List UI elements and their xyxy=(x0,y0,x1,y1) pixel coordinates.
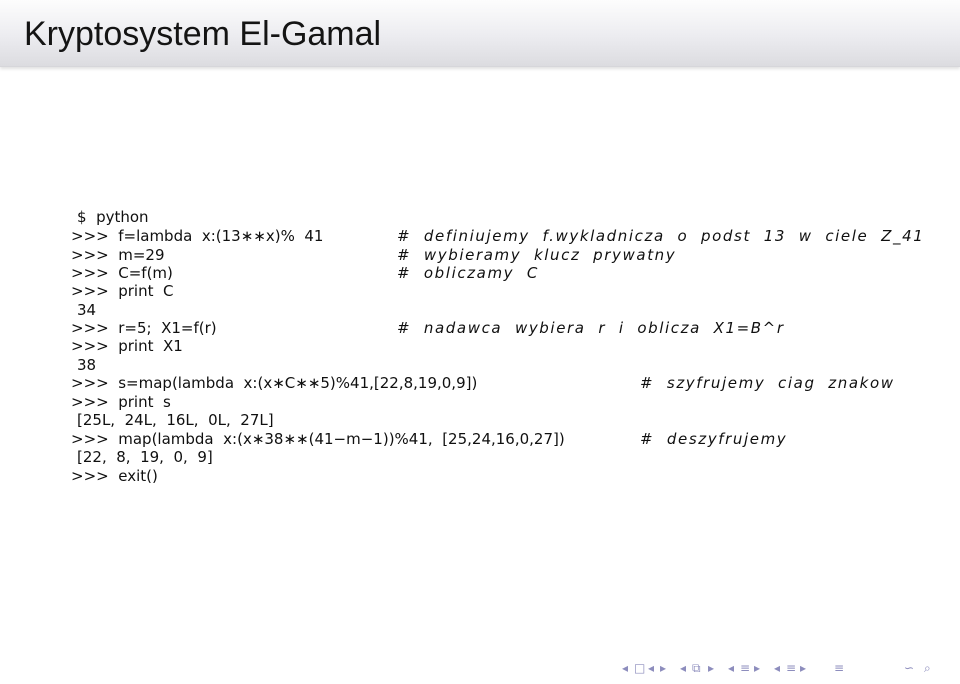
code-line-print-x1: >>> print X1 xyxy=(71,337,183,355)
nav-frame-icon[interactable]: □ xyxy=(634,661,646,675)
code-line-set-r: >>> r=5; X1=f(r) xyxy=(71,319,217,337)
comment-text: # wybieramy klucz prywatny xyxy=(397,246,677,264)
comment-decrypt: # deszyfrujemy xyxy=(640,430,787,448)
nav-align-icon[interactable]: ≡ xyxy=(834,661,845,675)
comment-encrypt: # szyfrujemy ciag znakow xyxy=(640,374,895,392)
nav-section-icon[interactable]: ⧉ xyxy=(692,661,701,675)
code-text: >>> print C xyxy=(71,282,174,300)
output-text: 34 xyxy=(77,301,97,319)
nav-search-back-icon[interactable]: ∽ xyxy=(904,661,915,675)
code-line-compute-c: >>> C=f(m) xyxy=(71,264,173,282)
code-text: >>> m=29 xyxy=(71,246,165,264)
comment-set-m: # wybieramy klucz prywatny xyxy=(397,246,676,264)
code-line-decrypt: >>> map(lambda x:(x∗38∗∗(41−m−1))%41, [2… xyxy=(71,430,565,448)
code-line-set-m: >>> m=29 xyxy=(71,246,165,264)
code-line-print-c: >>> print C xyxy=(71,282,174,300)
comment-text: # definiujemy f.wykladnicza o podst 13 w… xyxy=(397,227,925,245)
output-line-x1: 38 xyxy=(77,356,96,374)
slide-title: Kryptosystem El-Gamal xyxy=(24,15,382,53)
output-line-decrypted: [22, 8, 19, 0, 9] xyxy=(77,448,213,466)
comment-compute-c: # obliczamy C xyxy=(397,264,539,282)
nav-next-section-icon[interactable]: ▸ xyxy=(708,661,715,675)
nav-prev-section-icon[interactable]: ◂ xyxy=(680,661,687,675)
output-line-c: 34 xyxy=(77,301,96,319)
nav-subsubsection-icon[interactable]: ≡ xyxy=(786,661,797,675)
code-text: >>> r=5; X1=f(r) xyxy=(71,319,217,337)
comment-define-f: # definiujemy f.wykladnicza o podst 13 w… xyxy=(397,227,924,245)
code-text: >>> s=map(lambda x:(x∗C∗∗5)%41,[22,8,19,… xyxy=(71,374,478,392)
comment-text: # szyfrujemy ciag znakow xyxy=(640,374,895,392)
nav-prev-frame-icon[interactable]: ◂ xyxy=(648,661,655,675)
code-line-print-s: >>> print s xyxy=(71,393,171,411)
code-text: >>> print X1 xyxy=(71,337,183,355)
title-bar: Kryptosystem El-Gamal xyxy=(0,0,960,67)
code-text: >>> map(lambda x:(x∗38∗∗(41−m−1))%41, [2… xyxy=(71,430,565,448)
nav-next-frame-icon[interactable]: ▸ xyxy=(660,661,667,675)
code-line-exit: >>> exit() xyxy=(71,467,158,485)
code-line-shell: $ python xyxy=(77,208,149,226)
nav-prev-subsubsection-icon[interactable]: ◂ xyxy=(774,661,781,675)
nav-next-subsubsection-icon[interactable]: ▸ xyxy=(800,661,807,675)
nav-subsection-icon[interactable]: ≡ xyxy=(740,661,751,675)
code-text: >>> C=f(m) xyxy=(71,264,173,282)
code-line-encrypt: >>> s=map(lambda x:(x∗C∗∗5)%41,[22,8,19,… xyxy=(71,374,477,392)
code-line-define-f: >>> f=lambda x:(13∗∗x)% 41 xyxy=(71,227,323,245)
output-text: 38 xyxy=(77,356,97,374)
output-text: [22, 8, 19, 0, 9] xyxy=(77,448,213,466)
code-text: $ python xyxy=(77,208,149,226)
nav-prev-subsection-icon[interactable]: ◂ xyxy=(728,661,735,675)
beamer-navigation: ◂ □ ◂ ▸ ◂ ⧉ ▸ ◂ ≡ ▸ ◂ ≡ ▸ ≡ ∽ ⌕ xyxy=(0,660,960,676)
code-text: >>> f=lambda x:(13∗∗x)% 41 xyxy=(71,227,324,245)
output-line-s: [25L, 24L, 16L, 0L, 27L] xyxy=(77,411,274,429)
comment-set-r: # nadawca wybiera r i oblicza X1=B^r xyxy=(397,319,785,337)
nav-first-icon[interactable]: ◂ xyxy=(622,661,629,675)
comment-text: # deszyfrujemy xyxy=(640,430,788,448)
comment-text: # nadawca wybiera r i oblicza X1=B^r xyxy=(397,319,785,337)
code-text: >>> print s xyxy=(71,393,171,411)
comment-text: # obliczamy C xyxy=(397,264,539,282)
code-text: >>> exit() xyxy=(71,467,158,485)
nav-zoom-icon[interactable]: ⌕ xyxy=(924,661,931,675)
nav-next-subsection-icon[interactable]: ▸ xyxy=(754,661,761,675)
output-text: [25L, 24L, 16L, 0L, 27L] xyxy=(77,411,274,429)
